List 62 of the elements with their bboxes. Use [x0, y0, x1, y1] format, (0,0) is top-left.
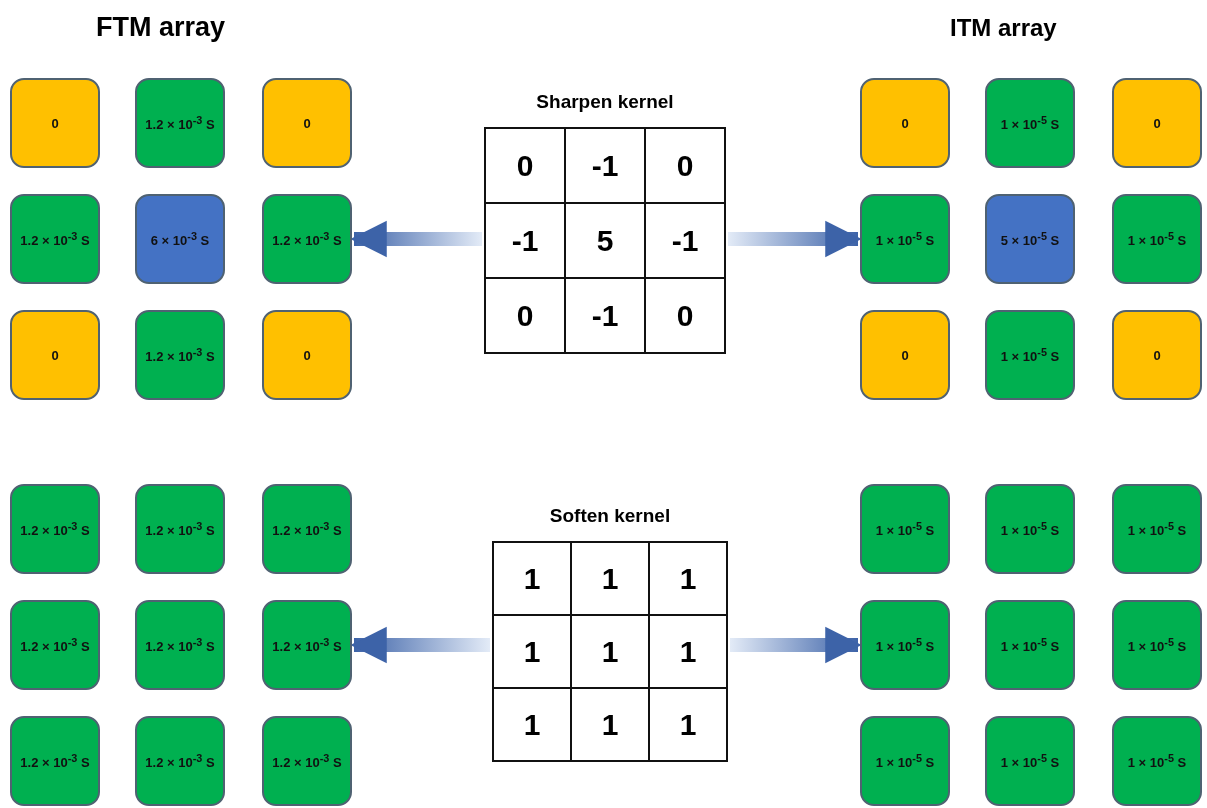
- conductance-tile: 1 × 10$^{-5}$ S: [860, 194, 950, 284]
- conductance-tile: 0: [1112, 78, 1202, 168]
- conductance-tile: 1.2 × 10$^{-3}$ S: [135, 600, 225, 690]
- conductance-tile: 1.2 × 10$^{-3}$ S: [10, 484, 100, 574]
- conductance-tile: 1 × 10$^{-5}$ S: [1112, 600, 1202, 690]
- matrix-value: -1: [511, 223, 539, 257]
- kernel-title: Soften kernel: [548, 505, 672, 527]
- conductance-tile: 1 × 10$^{-5}$ S: [860, 600, 950, 690]
- conductance-tile: 1 × 10$^{-5}$ S: [985, 78, 1075, 168]
- conductance-tile: 1.2 × 10$^{-3}$ S: [135, 78, 225, 168]
- matrix-value: 0: [516, 298, 534, 332]
- conductance-tile: 0: [10, 310, 100, 400]
- conductance-tile: 1 × 10$^{-5}$ S: [860, 484, 950, 574]
- conductance-tile: 6 × 10$^{-3}$ S: [135, 194, 225, 284]
- conductance-tile: 0: [10, 78, 100, 168]
- matrix-value: -1: [591, 148, 619, 182]
- matrix-value: 1: [523, 561, 541, 595]
- conductance-tile: 0: [1112, 310, 1202, 400]
- conductance-tile: 1.2 × 10$^{-3}$ S: [135, 484, 225, 574]
- conductance-tile: 5 × 10$^{-5}$ S: [985, 194, 1075, 284]
- conductance-tile: 1.2 × 10$^{-3}$ S: [262, 484, 352, 574]
- matrix-value: 1: [523, 634, 541, 668]
- arrow: [728, 220, 862, 258]
- arrow: [350, 626, 490, 664]
- matrix-value: 0: [676, 148, 694, 182]
- conductance-tile: 1 × 10$^{-5}$ S: [1112, 194, 1202, 284]
- kernel-title: Sharpen kernel: [535, 91, 675, 113]
- matrix-value: 1: [679, 707, 697, 741]
- matrix-value: -1: [671, 223, 699, 257]
- conductance-tile: 1 × 10$^{-5}$ S: [985, 310, 1075, 400]
- conductance-tile: 0: [262, 310, 352, 400]
- matrix-value: -1: [591, 298, 619, 332]
- matrix-value: 1: [679, 634, 697, 668]
- conductance-tile: 1 × 10$^{-5}$ S: [985, 600, 1075, 690]
- conductance-tile: 1.2 × 10$^{-3}$ S: [10, 600, 100, 690]
- conductance-tile: 1.2 × 10$^{-3}$ S: [135, 716, 225, 806]
- matrix-value: 0: [676, 298, 694, 332]
- matrix-value: 0: [516, 148, 534, 182]
- conductance-tile: 1 × 10$^{-5}$ S: [985, 716, 1075, 806]
- conductance-tile: 1.2 × 10$^{-3}$ S: [262, 600, 352, 690]
- conductance-tile: 1.2 × 10$^{-3}$ S: [262, 716, 352, 806]
- matrix-value: 1: [679, 561, 697, 595]
- conductance-tile: 1 × 10$^{-5}$ S: [985, 484, 1075, 574]
- matrix-value: 1: [601, 561, 619, 595]
- conductance-tile: 1.2 × 10$^{-3}$ S: [262, 194, 352, 284]
- conductance-tile: 1.2 × 10$^{-3}$ S: [135, 310, 225, 400]
- array-title: ITM array: [950, 14, 1057, 42]
- conductance-tile: 1.2 × 10$^{-3}$ S: [10, 194, 100, 284]
- conductance-tile: 1.2 × 10$^{-3}$ S: [10, 716, 100, 806]
- conductance-tile: 0: [262, 78, 352, 168]
- conductance-tile: 0: [860, 310, 950, 400]
- conductance-tile: 1 × 10$^{-5}$ S: [860, 716, 950, 806]
- arrow: [350, 220, 482, 258]
- conductance-tile: 1 × 10$^{-5}$ S: [1112, 484, 1202, 574]
- matrix-value: 1: [523, 707, 541, 741]
- array-title: FTM array: [96, 12, 226, 43]
- matrix-value: 1: [601, 634, 619, 668]
- conductance-tile: 0: [860, 78, 950, 168]
- matrix-value: 5: [596, 223, 614, 257]
- matrix-value: 1: [601, 707, 619, 741]
- arrow: [730, 626, 862, 664]
- conductance-tile: 1 × 10$^{-5}$ S: [1112, 716, 1202, 806]
